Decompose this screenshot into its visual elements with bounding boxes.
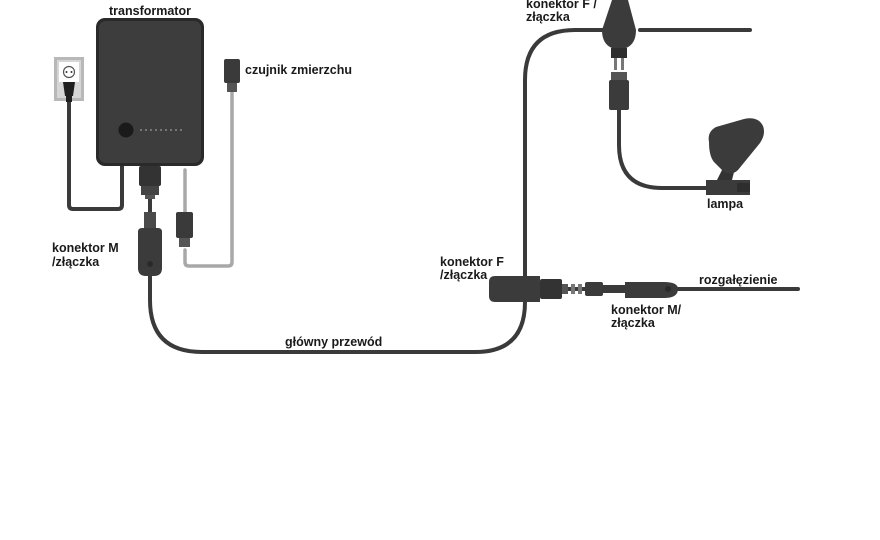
power-cord [67, 93, 124, 211]
plug-icon [63, 82, 75, 102]
label-m-connector-right-line2: złączka [611, 316, 656, 330]
label-f-connector-top-line2: złączka [526, 10, 571, 24]
f-connector-middle-icon [489, 276, 582, 302]
label-m-connector-right-line1: konektor M/ [611, 303, 682, 317]
sensor-cable [183, 90, 234, 268]
transformer-output-connector [139, 166, 161, 199]
m-connector-left-icon [138, 212, 162, 276]
led-dots [140, 129, 182, 131]
label-transformer: transformator [109, 4, 191, 18]
f-connector-top-icon [602, 0, 636, 110]
lamp-icon [706, 118, 764, 195]
label-f-connector-middle-line1: konektor F [440, 255, 504, 269]
label-m-connector-left-line2: /złączka [52, 255, 100, 269]
label-branch: rozgałęzienie [699, 273, 778, 287]
dusk-sensor-icon [224, 59, 240, 92]
label-lamp: lampa [707, 197, 744, 211]
transformer-box [96, 18, 204, 166]
power-button-icon [118, 122, 134, 138]
sensor-plug [176, 212, 193, 247]
label-f-connector-middle-line2: /złączka [440, 268, 488, 282]
label-m-connector-left-line1: konektor M [52, 241, 119, 255]
main-cable [148, 28, 610, 354]
lamp-cable [617, 108, 710, 190]
label-dusk-sensor: czujnik zmierzchu [245, 63, 352, 77]
label-f-connector-top-line1: konektor F / [526, 0, 597, 11]
label-main-cable: główny przewód [285, 335, 382, 349]
m-connector-right-icon [585, 282, 678, 298]
